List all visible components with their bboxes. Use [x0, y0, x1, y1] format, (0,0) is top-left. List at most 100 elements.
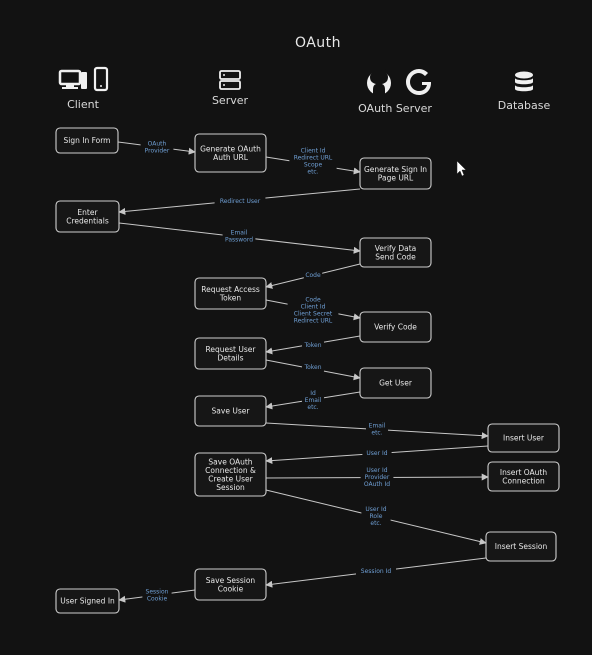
node-label-line: Connection — [502, 476, 545, 485]
node-insert-session[interactable]: Insert Session — [485, 531, 557, 562]
node-label-line: Send Code — [375, 252, 416, 261]
column-label-client: Client — [67, 98, 100, 111]
edge-label-e11: User Id — [362, 448, 392, 458]
edge-label-line: User Id — [365, 506, 386, 513]
edge-label-line: Provider — [365, 474, 390, 481]
edge-label-line: Client Id — [301, 304, 326, 311]
node-box — [359, 237, 432, 268]
edge-label-line: Email — [369, 423, 386, 430]
column-label-oauth-server: OAuth Server — [358, 102, 432, 115]
edge-label-line: Session Id — [361, 568, 392, 575]
github-icon — [367, 69, 391, 95]
google-icon — [406, 69, 431, 95]
node-box — [55, 127, 119, 154]
edge-label-line: User Id — [366, 450, 387, 457]
column-label-database: Database — [498, 99, 551, 112]
node-box — [194, 133, 267, 173]
node-label-line: Get User — [379, 379, 413, 388]
node-label-line: Save OAuth — [208, 457, 252, 466]
node-box — [55, 200, 120, 233]
node-box — [487, 423, 560, 453]
edge-label-e3: Redirect User — [214, 196, 266, 206]
node-verify-code[interactable]: Verify Code — [359, 311, 432, 343]
edge-label-background — [302, 362, 324, 372]
edge-label-background — [366, 421, 388, 437]
edge-label-line: Client Id — [301, 148, 326, 155]
node-label-line: Verify Data — [375, 244, 417, 253]
edge-label-line: etc. — [370, 520, 381, 527]
edge-label-background — [361, 504, 391, 528]
edge-label-line: Cookie — [147, 596, 168, 603]
edge-label-background — [356, 566, 396, 576]
edge-label-background — [362, 448, 392, 458]
node-label-line: Session — [216, 483, 245, 492]
edge-label-line: etc. — [371, 430, 382, 437]
edge-label-line: Token — [303, 364, 321, 371]
node-label-line: Generate Sign In — [364, 165, 427, 174]
edge-label-line: Client Secret — [294, 311, 333, 318]
node-save-user[interactable]: Save User — [194, 395, 267, 427]
node-label-line: Create User — [208, 474, 253, 483]
node-label-line: Save Session — [206, 576, 256, 585]
node-label-line: Verify Code — [374, 323, 417, 332]
node-box — [55, 588, 120, 614]
node-box — [194, 277, 267, 310]
diagram-title: OAuth — [295, 35, 341, 51]
edge-label-line: User Id — [366, 467, 387, 474]
mouse-cursor-icon — [456, 160, 467, 177]
node-box — [359, 311, 432, 343]
node-label-line: Cookie — [218, 584, 244, 593]
node-sign-in-form[interactable]: Sign In Form — [55, 127, 119, 154]
node-label-line: Token — [219, 293, 242, 302]
node-box — [359, 157, 432, 190]
edge-label-line: Provider — [145, 148, 170, 155]
node-box — [485, 531, 557, 562]
edge-label-line: Email — [231, 230, 248, 237]
node-box — [487, 461, 560, 492]
node-insert-user[interactable]: Insert User — [487, 423, 560, 453]
node-label-line: Request Access — [201, 285, 260, 294]
node-box — [194, 452, 267, 497]
node-label-line: Sign In Form — [64, 136, 111, 145]
edge-label-e7: Token — [302, 340, 324, 350]
column-label-server: Server — [212, 94, 249, 107]
database-icon — [515, 71, 533, 92]
node-label-line: Credentials — [66, 216, 109, 225]
edge-label-background — [222, 228, 256, 244]
node-label-line: Save User — [212, 407, 251, 416]
node-label-line: Insert OAuth — [500, 468, 547, 477]
edge-label-e5: Code — [303, 270, 323, 280]
node-label-line: Connection & — [205, 466, 256, 475]
edge-label-background — [303, 270, 323, 280]
edge-label-background — [287, 295, 339, 325]
edge-label-line: OAuth Id — [364, 481, 390, 488]
edge-label-background — [360, 465, 394, 489]
node-box — [359, 367, 432, 399]
node-box — [194, 568, 267, 601]
edge-label-line: etc. — [307, 404, 318, 411]
edge-label-line: Redirect URL — [294, 155, 333, 162]
edge-label-line: OAuth — [148, 141, 167, 148]
node-user-signed-in[interactable]: User Signed In — [55, 588, 120, 614]
node-get-user[interactable]: Get User — [359, 367, 432, 399]
node-label-line: Details — [217, 353, 243, 362]
node-label-line: Page URL — [378, 173, 414, 182]
node-label-line: Auth URL — [213, 153, 249, 162]
node-label-line: Insert Session — [495, 542, 548, 551]
edge-label-line: Redirect URL — [294, 318, 333, 325]
